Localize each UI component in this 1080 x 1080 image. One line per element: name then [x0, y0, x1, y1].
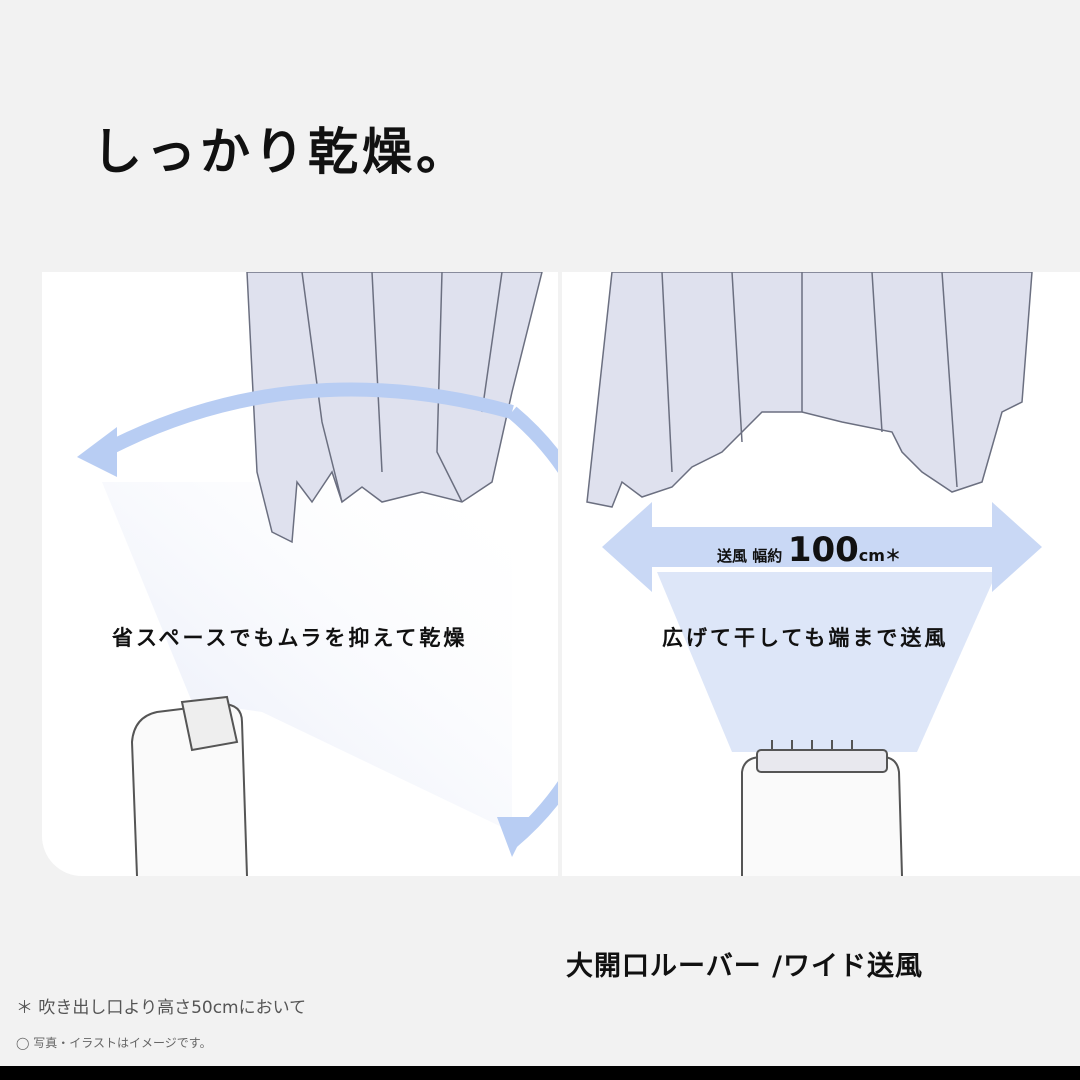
page-title: しっかり乾燥。	[92, 123, 470, 181]
airflow-width-label: 送風 幅約 100cm＊	[717, 530, 901, 570]
width-prefix: 送風 幅約	[717, 547, 783, 565]
dehumidifier-unit	[130, 695, 248, 876]
hanging-clothes	[586, 272, 1033, 508]
airflow-beam	[102, 482, 512, 832]
left-illustration-panel: 省スペースでもムラを抑えて乾燥	[42, 272, 558, 876]
arrow-down-icon	[497, 817, 532, 857]
swing-arc-right	[507, 406, 558, 848]
arrow-left-icon	[77, 427, 117, 477]
feature-label: 大開口ルーバー /ワイド送風	[566, 951, 923, 982]
bottom-bar	[0, 1066, 1080, 1080]
airflow-beam	[657, 572, 997, 752]
wide-arrow	[602, 502, 1042, 592]
footnote-measurement: ＊ 吹き出し口より高さ50cmにおいて	[16, 998, 307, 1018]
width-value: 100	[787, 530, 859, 570]
width-unit: cm＊	[858, 546, 901, 565]
dehumidifier-unit	[741, 740, 903, 876]
left-caption: 省スペースでもムラを抑えて乾燥	[112, 626, 468, 650]
wide-airflow-illustration	[586, 272, 1042, 876]
swing-arc-top	[98, 382, 514, 459]
footnote-image-disclaimer: ◯ 写真・イラストはイメージです。	[16, 1036, 212, 1050]
swing-airflow-illustration	[77, 272, 558, 876]
right-caption: 広げて干しても端まで送風	[662, 626, 949, 650]
right-illustration-panel: 送風 幅約 100cm＊ 広げて干しても端まで送風	[562, 272, 1080, 876]
